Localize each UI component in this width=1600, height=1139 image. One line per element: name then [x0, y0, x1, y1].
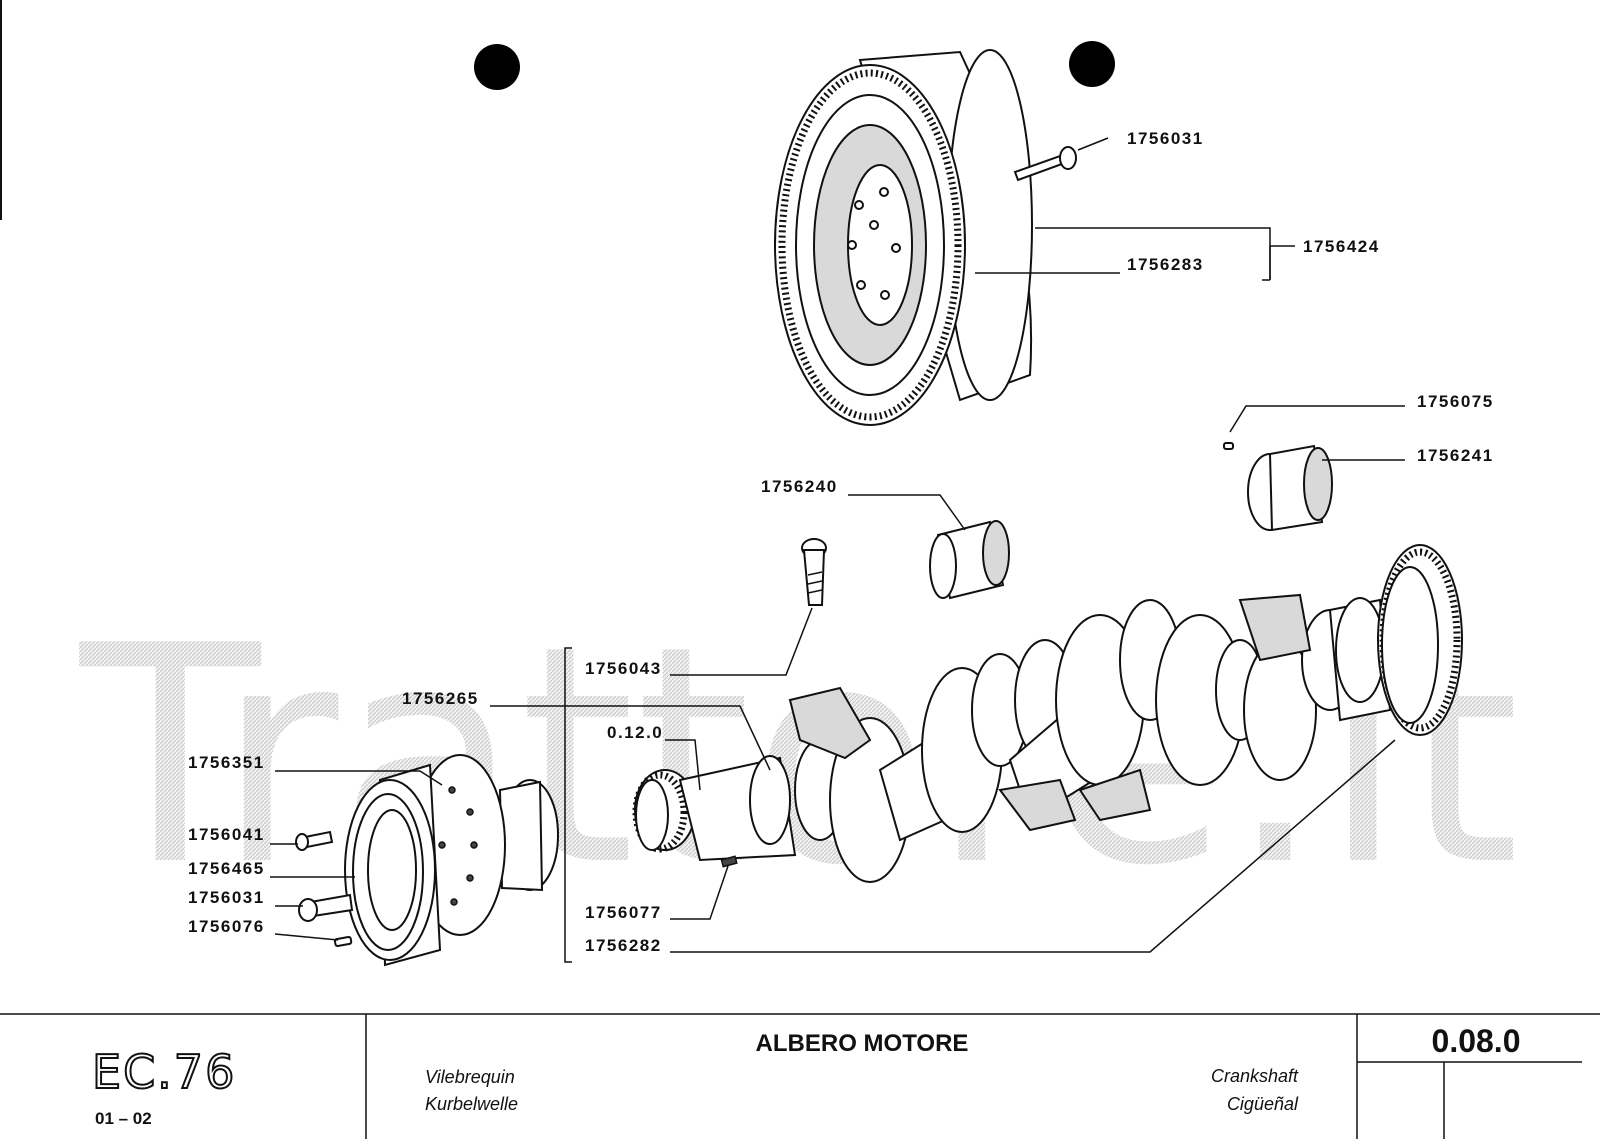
part-label: 1756241 — [1417, 446, 1494, 465]
crankshaft-pulley — [344, 754, 559, 967]
pulley-bolt-large — [298, 893, 354, 922]
translation-en: Crankshaft — [1211, 1066, 1299, 1086]
part-label: 1756041 — [188, 825, 265, 844]
flywheel-assembly — [774, 49, 1033, 426]
translation-es: Cigüeñal — [1227, 1094, 1299, 1114]
part-label: 0.12.0 — [607, 723, 663, 742]
part-label: 1756351 — [188, 753, 265, 772]
flywheel-bolt — [1013, 146, 1077, 182]
part-label: 1756424 — [1303, 237, 1380, 256]
page-number: 0.08.0 — [1432, 1023, 1521, 1059]
part-labels: 1756031 1756283 1756424 1756075 1756241 … — [188, 129, 1494, 955]
part-label: 1756077 — [585, 903, 662, 922]
model-range: 01 – 02 — [95, 1109, 152, 1128]
model-code: EC.76 — [92, 1045, 236, 1099]
part-label: 1756031 — [188, 888, 265, 907]
part-label: 1756465 — [188, 859, 265, 878]
thrust-bearing-shell — [1247, 444, 1333, 532]
dowel-pin-small — [1223, 442, 1234, 450]
pulley-bolt-small — [295, 830, 334, 851]
translation-de: Kurbelwelle — [425, 1094, 518, 1114]
part-label: 1756075 — [1417, 392, 1494, 411]
part-label: 1756282 — [585, 936, 662, 955]
main-bearing-shell — [929, 520, 1010, 600]
title-block: EC.76 01 – 02 ALBERO MOTORE Vilebrequin … — [0, 1013, 1600, 1139]
part-label: 1756076 — [188, 917, 265, 936]
part-label: 1756043 — [585, 659, 662, 678]
part-label: 1756031 — [1127, 129, 1204, 148]
leader-lines — [270, 137, 1405, 963]
page-title: ALBERO MOTORE — [756, 1030, 969, 1057]
pulley-pin — [333, 935, 353, 948]
punch-hole-left — [474, 44, 520, 90]
translation-fr: Vilebrequin — [425, 1067, 515, 1087]
cap-bolt — [801, 538, 827, 606]
part-label: 1756283 — [1127, 255, 1204, 274]
punch-hole-right — [1069, 41, 1115, 87]
crankshaft — [632, 544, 1463, 883]
part-label: 1756265 — [402, 689, 479, 708]
part-label: 1756240 — [761, 477, 838, 496]
